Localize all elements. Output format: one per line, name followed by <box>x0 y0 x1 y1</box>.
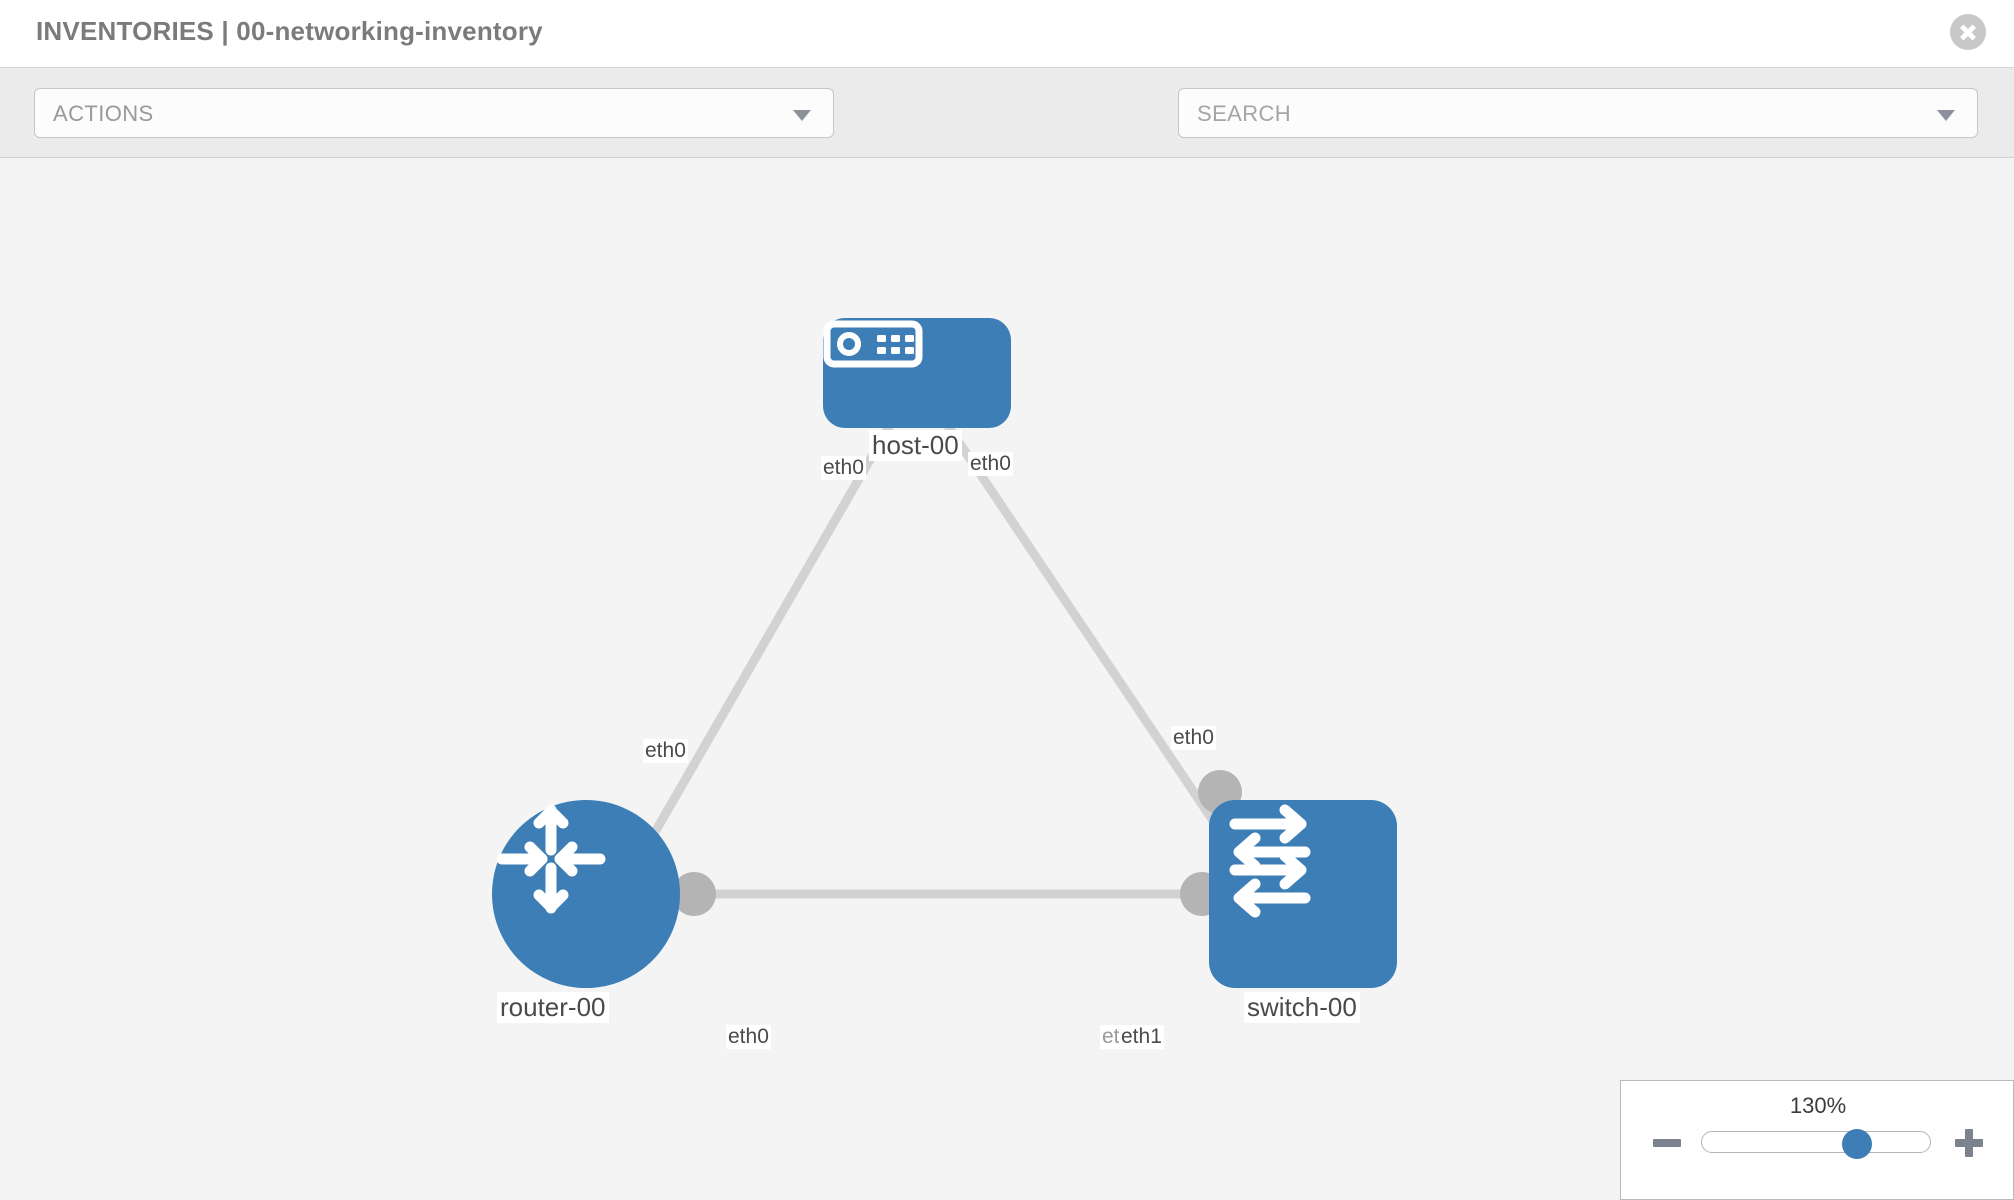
link-host-switch <box>939 415 1243 863</box>
node-host-00-shape[interactable] <box>823 318 1011 428</box>
search-placeholder: SEARCH <box>1197 101 1292 126</box>
chevron-down-icon <box>793 110 811 121</box>
page-title: INVENTORIES | 00-networking-inventory <box>36 16 543 46</box>
iface-label-router-right: eth0 <box>726 1025 771 1049</box>
node-switch-00-label: switch-00 <box>1244 992 1360 1023</box>
topology-canvas[interactable]: host-00 <box>0 158 2014 1200</box>
node-router-00-shape[interactable] <box>492 800 680 988</box>
close-icon[interactable] <box>1950 14 1986 50</box>
topology-links <box>635 415 1243 899</box>
zoom-slider-track[interactable] <box>1701 1131 1931 1153</box>
iface-label-host-right: eth0 <box>968 452 1013 476</box>
actions-dropdown[interactable]: ACTIONS <box>34 88 834 138</box>
zoom-control-panel: 130% <box>1620 1080 2014 1200</box>
minus-icon[interactable] <box>1649 1125 1685 1161</box>
window-header: INVENTORIES | 00-networking-inventory <box>0 0 2014 68</box>
iface-label-switch-up: eth0 <box>1171 726 1216 750</box>
iface-label-router-up: eth0 <box>643 739 688 763</box>
node-router-00-label: router-00 <box>497 992 609 1023</box>
switch-arrows-icon <box>1229 804 1311 918</box>
plus-icon[interactable] <box>1951 1125 1987 1161</box>
node-host-00-label: host-00 <box>869 430 962 461</box>
chevron-down-icon[interactable] <box>1937 110 1955 121</box>
zoom-slider-thumb[interactable] <box>1842 1129 1872 1159</box>
router-arrows-icon <box>496 804 606 914</box>
actions-dropdown-label: ACTIONS <box>53 101 154 126</box>
zoom-level-value: 130% <box>1789 1093 1847 1118</box>
search-input[interactable]: SEARCH <box>1178 88 1978 138</box>
toolbar: ACTIONS SEARCH <box>0 68 2014 200</box>
iface-label-switch-left: eth1 <box>1119 1025 1164 1049</box>
link-router-host <box>635 415 898 863</box>
iface-label-host-left: eth0 <box>821 456 866 480</box>
node-switch-00-shape[interactable] <box>1209 800 1397 988</box>
server-icon <box>823 320 923 368</box>
